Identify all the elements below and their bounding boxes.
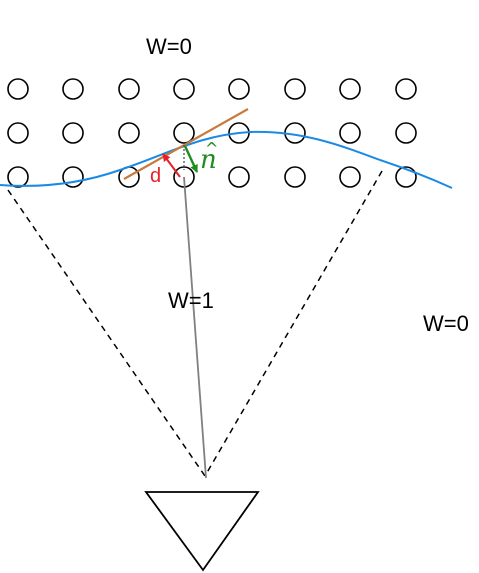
sample-point bbox=[173, 122, 195, 144]
weight-label-top: W=0 bbox=[146, 34, 192, 59]
frustum-right-edge bbox=[204, 170, 383, 477]
sample-point bbox=[395, 122, 417, 144]
sample-point bbox=[118, 78, 140, 100]
sample-grid bbox=[7, 78, 417, 188]
normal-label: n bbox=[200, 145, 217, 175]
sample-point bbox=[339, 122, 361, 144]
view-frustum bbox=[7, 170, 383, 477]
sample-point bbox=[7, 78, 29, 100]
sample-point bbox=[62, 78, 84, 100]
normal-hat-label: ^ bbox=[205, 139, 218, 158]
sample-point bbox=[339, 166, 361, 188]
tangent-line bbox=[123, 108, 249, 180]
sample-point bbox=[7, 166, 29, 188]
sample-point bbox=[284, 166, 306, 188]
sample-point bbox=[118, 122, 140, 144]
sample-point bbox=[62, 122, 84, 144]
sample-point bbox=[173, 78, 195, 100]
sample-point bbox=[228, 166, 250, 188]
normal-arrow bbox=[183, 145, 199, 173]
weight-label-center: W=1 bbox=[168, 288, 214, 313]
frustum-left-edge bbox=[7, 189, 206, 477]
camera-ray bbox=[183, 176, 207, 479]
camera-triangle-icon bbox=[144, 491, 260, 572]
sample-point bbox=[284, 78, 306, 100]
sample-point bbox=[395, 78, 417, 100]
sample-point bbox=[339, 78, 361, 100]
surface-curve bbox=[0, 130, 453, 189]
sample-point bbox=[7, 122, 29, 144]
sample-point bbox=[228, 78, 250, 100]
weight-label-right: W=0 bbox=[423, 311, 469, 336]
distance-arrow bbox=[162, 153, 181, 178]
distance-label: d bbox=[150, 165, 161, 187]
